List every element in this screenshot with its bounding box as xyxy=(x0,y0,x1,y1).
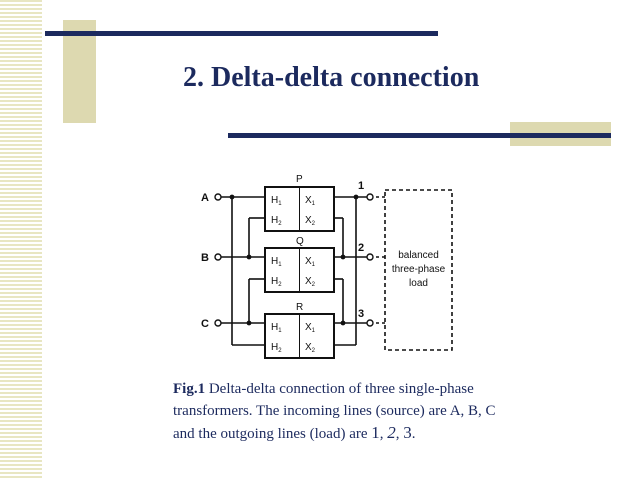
transformer-p-h2: H2 xyxy=(271,215,282,227)
load-label-line-1: balanced xyxy=(398,250,439,261)
caption-load-line-2: 2 xyxy=(387,423,396,442)
decorative-bar-top xyxy=(45,31,438,36)
delta-delta-diagram: A B C 1 2 3 P Q R H1 H2 X1 X2 H1 H2 X1 X… xyxy=(201,174,453,359)
transformer-r-x2: X2 xyxy=(305,342,316,354)
caption-sep-1: , xyxy=(379,426,388,442)
caption-load-line-3: 3 xyxy=(403,423,412,442)
load-label-line-3: load xyxy=(409,278,428,289)
transformer-q-h1: H1 xyxy=(271,256,282,268)
transformer-p-x1: X1 xyxy=(305,195,316,207)
source-line-a-label: A xyxy=(201,192,209,204)
source-line-b-label: B xyxy=(201,252,209,264)
load-label-line-2: three-phase xyxy=(392,264,446,275)
transformer-r-x1: X1 xyxy=(305,322,316,334)
transformer-p-h1: H1 xyxy=(271,195,282,207)
caption-sep-2: , xyxy=(395,426,404,442)
decorative-block-top xyxy=(63,20,96,123)
transformer-r-h1: H1 xyxy=(271,322,282,334)
transformer-r-h2: H2 xyxy=(271,342,282,354)
transformer-q-x1: X1 xyxy=(305,256,316,268)
figure-caption: Fig.1 Delta-delta connection of three si… xyxy=(173,378,513,445)
transformer-q-x2: X2 xyxy=(305,276,316,288)
load-line-3-label: 3 xyxy=(358,308,364,320)
decorative-stripes xyxy=(0,0,42,479)
transformer-r-label: R xyxy=(296,302,303,313)
decorative-bar-bottom xyxy=(228,133,611,138)
transformer-p-x2: X2 xyxy=(305,215,316,227)
slide-title: 2. Delta-delta connection xyxy=(183,62,480,93)
load-line-1-label: 1 xyxy=(358,180,364,192)
load-line-2-label: 2 xyxy=(358,242,364,254)
transformer-p-label: P xyxy=(296,174,303,185)
transformer-q-h2: H2 xyxy=(271,276,282,288)
source-line-c-label: C xyxy=(201,318,209,330)
caption-text: Delta-delta connection of three single-p… xyxy=(173,381,496,442)
caption-load-line-1: 1 xyxy=(371,423,380,442)
figure-label: Fig.1 xyxy=(173,381,206,397)
caption-end: . xyxy=(411,426,416,442)
transformer-q-label: Q xyxy=(296,236,304,247)
